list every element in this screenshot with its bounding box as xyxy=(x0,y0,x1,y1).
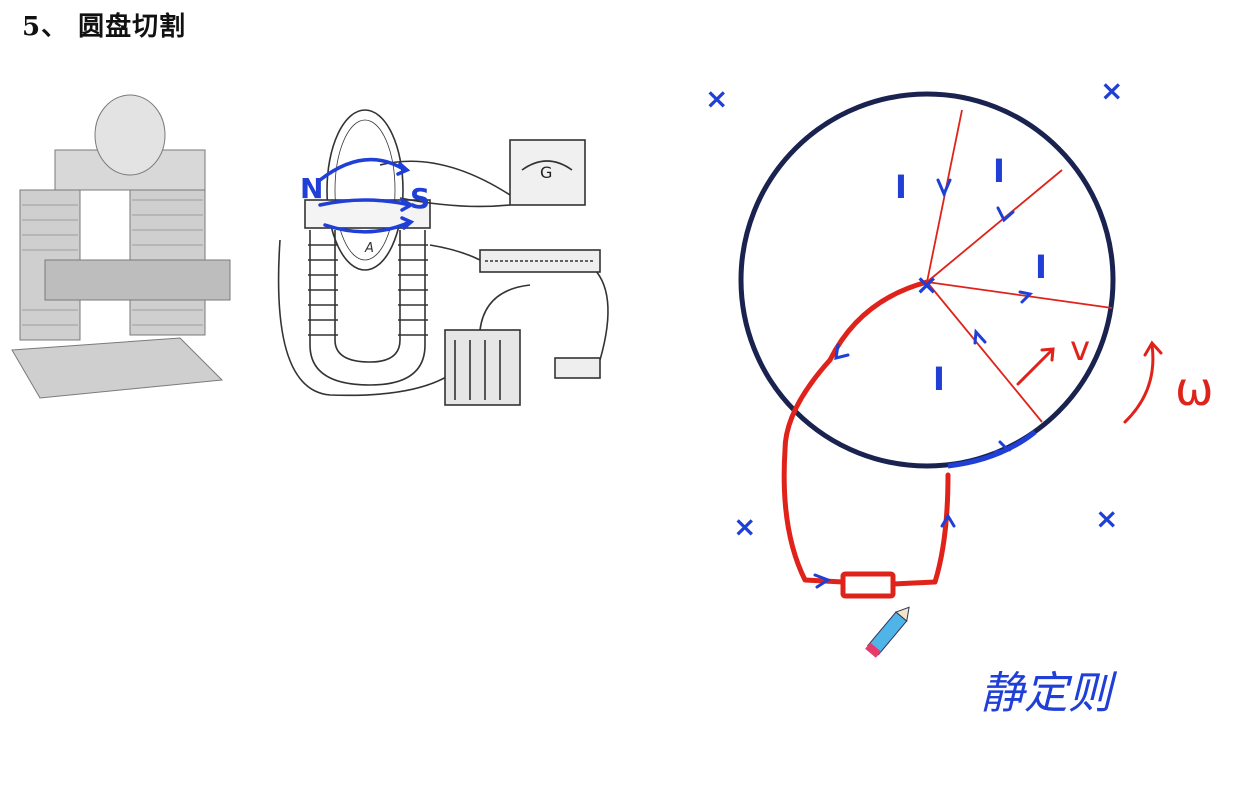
faraday-disk-apparatus: G A N S xyxy=(277,109,609,406)
rotation-arrow xyxy=(1123,343,1155,424)
circuit-wire-left xyxy=(781,279,930,585)
field-arrow-middle xyxy=(318,198,412,207)
angular-label: ω xyxy=(1175,362,1214,416)
radius-line-4 xyxy=(926,281,1043,423)
galvanometer xyxy=(509,139,586,206)
current-label-2: I xyxy=(993,152,1005,190)
field-arrow-bottom xyxy=(323,220,412,234)
field-mark-top-right: × xyxy=(1100,74,1123,107)
disk-outline xyxy=(738,91,1116,469)
circuit-wire-right xyxy=(890,472,951,587)
pole-n-label: N xyxy=(300,172,323,205)
u-magnet xyxy=(309,230,426,386)
rule-note: 静定则 xyxy=(980,668,1118,719)
radius-line-3 xyxy=(926,281,1113,309)
galvanometer-label: G xyxy=(540,163,552,182)
pencil-icon xyxy=(865,606,910,658)
page-title: 5、 圆盘切割 xyxy=(22,12,187,42)
current-label-3: I xyxy=(1035,248,1047,286)
velocity-arrow xyxy=(1016,348,1054,386)
electromagnet-photo xyxy=(0,80,240,410)
battery xyxy=(444,329,521,406)
switch xyxy=(554,357,601,379)
disk-cutting-diagram: × × × × × I I I I v xyxy=(705,74,1214,719)
radius-line-2 xyxy=(926,169,1063,283)
velocity-label: v xyxy=(1070,329,1090,369)
point-a-label: A xyxy=(364,241,374,256)
rim-contact xyxy=(947,430,1037,469)
pole-s-label: S xyxy=(410,182,430,215)
field-mark-bottom-right: × xyxy=(1095,502,1118,535)
current-label-4: I xyxy=(933,360,945,398)
resistor xyxy=(840,571,896,599)
field-mark-top-left: × xyxy=(705,82,728,115)
field-mark-bottom-left: × xyxy=(733,510,756,543)
copper-disk xyxy=(326,109,404,271)
center-mark: × xyxy=(915,268,938,301)
current-label-1: I xyxy=(895,168,907,206)
field-arrow-top xyxy=(318,157,407,182)
